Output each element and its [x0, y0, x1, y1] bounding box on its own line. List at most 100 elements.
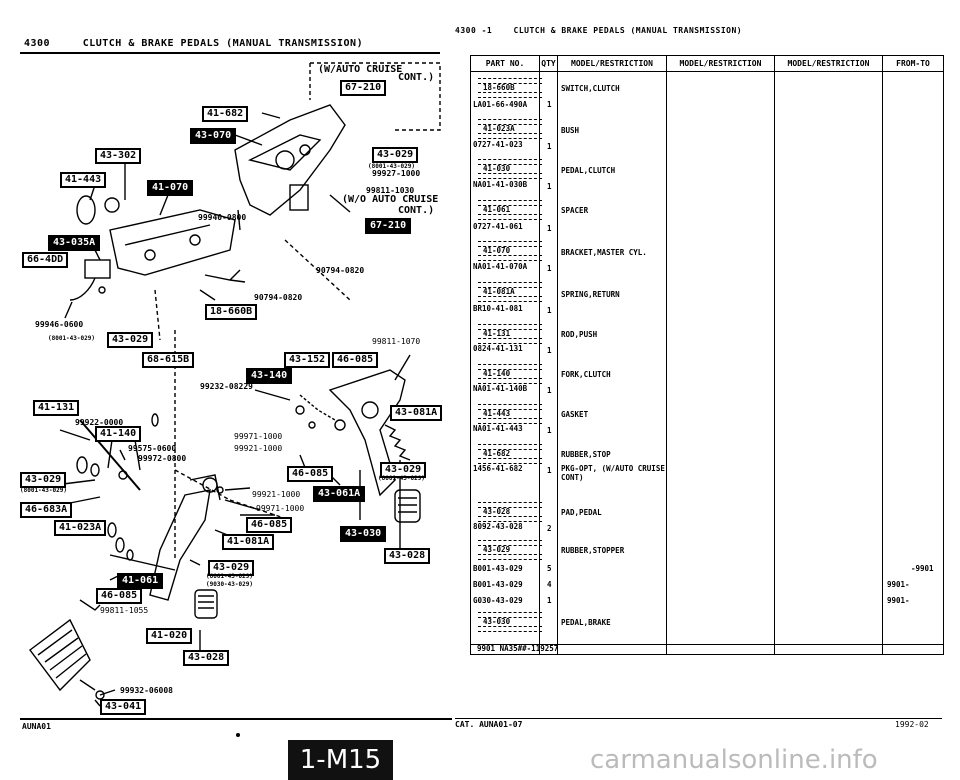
- callout-46-085-bottom: 46-085: [96, 588, 143, 604]
- part-number: 1456-41-682: [473, 464, 523, 473]
- part-number: 0727-41-023: [473, 140, 523, 149]
- left-footer-code: AUNA01: [22, 722, 51, 731]
- label-99927-1000: 99927-1000: [372, 169, 421, 178]
- callout-67-210: 67-210: [365, 218, 412, 234]
- description: PAD,PEDAL: [561, 508, 602, 517]
- callout-46-085-top: 46-085: [332, 352, 379, 368]
- col-divider: [557, 71, 558, 654]
- label-8001-43-029-d: (8001-43-029): [20, 487, 67, 494]
- label-90794-0820-a: 90794-0820: [316, 266, 365, 275]
- right-section-title: CLUTCH & BRAKE PEDALS (MANUAL TRANSMISSI…: [513, 26, 743, 35]
- ref-box: 41-030: [475, 159, 545, 179]
- quantity: 1: [547, 386, 552, 395]
- callout-41-140: 41-140: [95, 426, 142, 442]
- description: ROD,PUSH: [561, 330, 598, 339]
- description: PEDAL,CLUTCH: [561, 166, 616, 175]
- from-to: 9901-: [887, 596, 910, 605]
- quantity: 1: [547, 346, 552, 355]
- ref-box: 41-131: [475, 324, 545, 344]
- part-number: B001-43-029: [473, 564, 523, 573]
- ref-box: 41-081A: [475, 282, 545, 302]
- right-footer-rule: [455, 718, 942, 719]
- part-number: BR10-41-081: [473, 304, 523, 313]
- label-99811-1030: 99811-1030: [366, 186, 415, 195]
- label-99921-1000-a: 99921-1000: [234, 444, 283, 453]
- callout-43-028-bottom: 43-028: [183, 650, 230, 666]
- quantity: 2: [547, 524, 552, 533]
- page-tab: 1-M15: [288, 740, 393, 780]
- label-99922-0000: 99922-0000: [75, 418, 124, 427]
- part-number: 0824-41-131: [473, 344, 523, 353]
- label-99971-1000-b: 99971-1000: [256, 504, 305, 513]
- callout-41-070: 41-070: [147, 180, 194, 196]
- callout-67-210-cruise: 67-210: [340, 80, 387, 96]
- catalog-date: 1992-02: [895, 720, 929, 729]
- callout-68-615b: 68-615B: [142, 352, 195, 368]
- quantity: 1: [547, 306, 552, 315]
- label-99232-08229: 99232-08229: [200, 382, 253, 391]
- part-number: NA01-41-030B: [473, 180, 528, 189]
- description: BUSH: [561, 126, 580, 135]
- part-number: NA01-41-070A: [473, 262, 528, 271]
- col-header-model-3: MODEL/RESTRICTION: [775, 56, 883, 72]
- quantity: 1: [547, 466, 552, 475]
- label-8001-43-029-b: (8001-43-029): [48, 335, 95, 342]
- description-note: PKG-OPT, (W/AUTO CRUISE CONT): [561, 464, 665, 482]
- quantity: 1: [547, 182, 552, 191]
- callout-41-020: 41-020: [146, 628, 193, 644]
- label-99946-0600: 99946-0600: [35, 320, 84, 329]
- part-number: LA01-66-490A: [473, 100, 528, 109]
- parts-table: PART NO. QTY MODEL/RESTRICTION MODEL/RES…: [470, 55, 944, 655]
- col-divider: [882, 71, 883, 654]
- label-99811-1055: 99811-1055: [100, 606, 149, 615]
- left-header-rule: [20, 52, 440, 54]
- col-divider: [774, 71, 775, 654]
- col-header-model-2: MODEL/RESTRICTION: [667, 56, 775, 72]
- quantity: 1: [547, 596, 552, 605]
- ref-box: 43-028: [475, 502, 545, 522]
- ref-box: 18-660B: [475, 78, 545, 98]
- callout-66-4dd: 66-4DD: [22, 252, 69, 268]
- label-99940-0800: 99940-0800: [198, 213, 247, 222]
- label-99575-0600: 99575-0600: [128, 444, 177, 453]
- label-99921-1000-b: 99921-1000: [252, 490, 301, 499]
- table-footnote: 9901 NA35##-119257: [477, 644, 559, 653]
- col-divider: [539, 71, 540, 654]
- callout-43-029-bottom: 43-029: [208, 560, 255, 576]
- label-cont-1: CONT.): [398, 72, 435, 83]
- callout-43-302: 43-302: [95, 148, 142, 164]
- callout-41-023a: 41-023A: [54, 520, 107, 536]
- callout-46-085-mid: 46-085: [287, 466, 334, 482]
- quantity: 1: [547, 426, 552, 435]
- col-header-from-to: FROM-TO: [883, 56, 943, 72]
- callout-43-081a: 43-081A: [390, 405, 443, 421]
- left-section-code: 4300: [24, 38, 51, 49]
- label-cont-2: CONT.): [398, 205, 435, 216]
- left-page-header: 4300 CLUTCH & BRAKE PEDALS (MANUAL TRANS…: [24, 38, 363, 49]
- exploded-parts-diagram: 67-210 41-682 43-070 43-302 41-443 41-07…: [0, 0, 455, 740]
- label-without-auto-cruise: (W/O AUTO CRUISE: [342, 194, 439, 205]
- ref-box: 43-030: [475, 612, 545, 632]
- description: FORK,CLUTCH: [561, 370, 611, 379]
- description: SWITCH,CLUTCH: [561, 84, 620, 93]
- quantity: 1: [547, 224, 552, 233]
- callout-43-029-left: 43-029: [107, 332, 154, 348]
- part-number: NA01-41-443: [473, 424, 523, 433]
- quantity: 1: [547, 100, 552, 109]
- label-99971-1000-a: 99971-1000: [234, 432, 283, 441]
- label-9030-43-029: (9030-43-029): [206, 581, 253, 588]
- right-section-code: 4300: [455, 26, 477, 35]
- description: PEDAL,BRAKE: [561, 618, 611, 627]
- callout-41-061: 41-061: [117, 573, 164, 589]
- col-header-model-1: MODEL/RESTRICTION: [558, 56, 667, 72]
- catalog-number: CAT. AUNA01-07: [455, 720, 523, 729]
- description: BRACKET,MASTER CYL.: [561, 248, 647, 257]
- quantity: 4: [547, 580, 552, 589]
- ref-box: 41-140: [475, 364, 545, 384]
- ref-box: 41-061: [475, 200, 545, 220]
- callout-43-029-right: 43-029: [380, 462, 427, 478]
- left-footer-rule: [20, 718, 452, 720]
- part-number: B001-43-029: [473, 580, 523, 589]
- right-section-suffix: -1: [481, 26, 493, 35]
- description: SPRING,RETURN: [561, 290, 620, 299]
